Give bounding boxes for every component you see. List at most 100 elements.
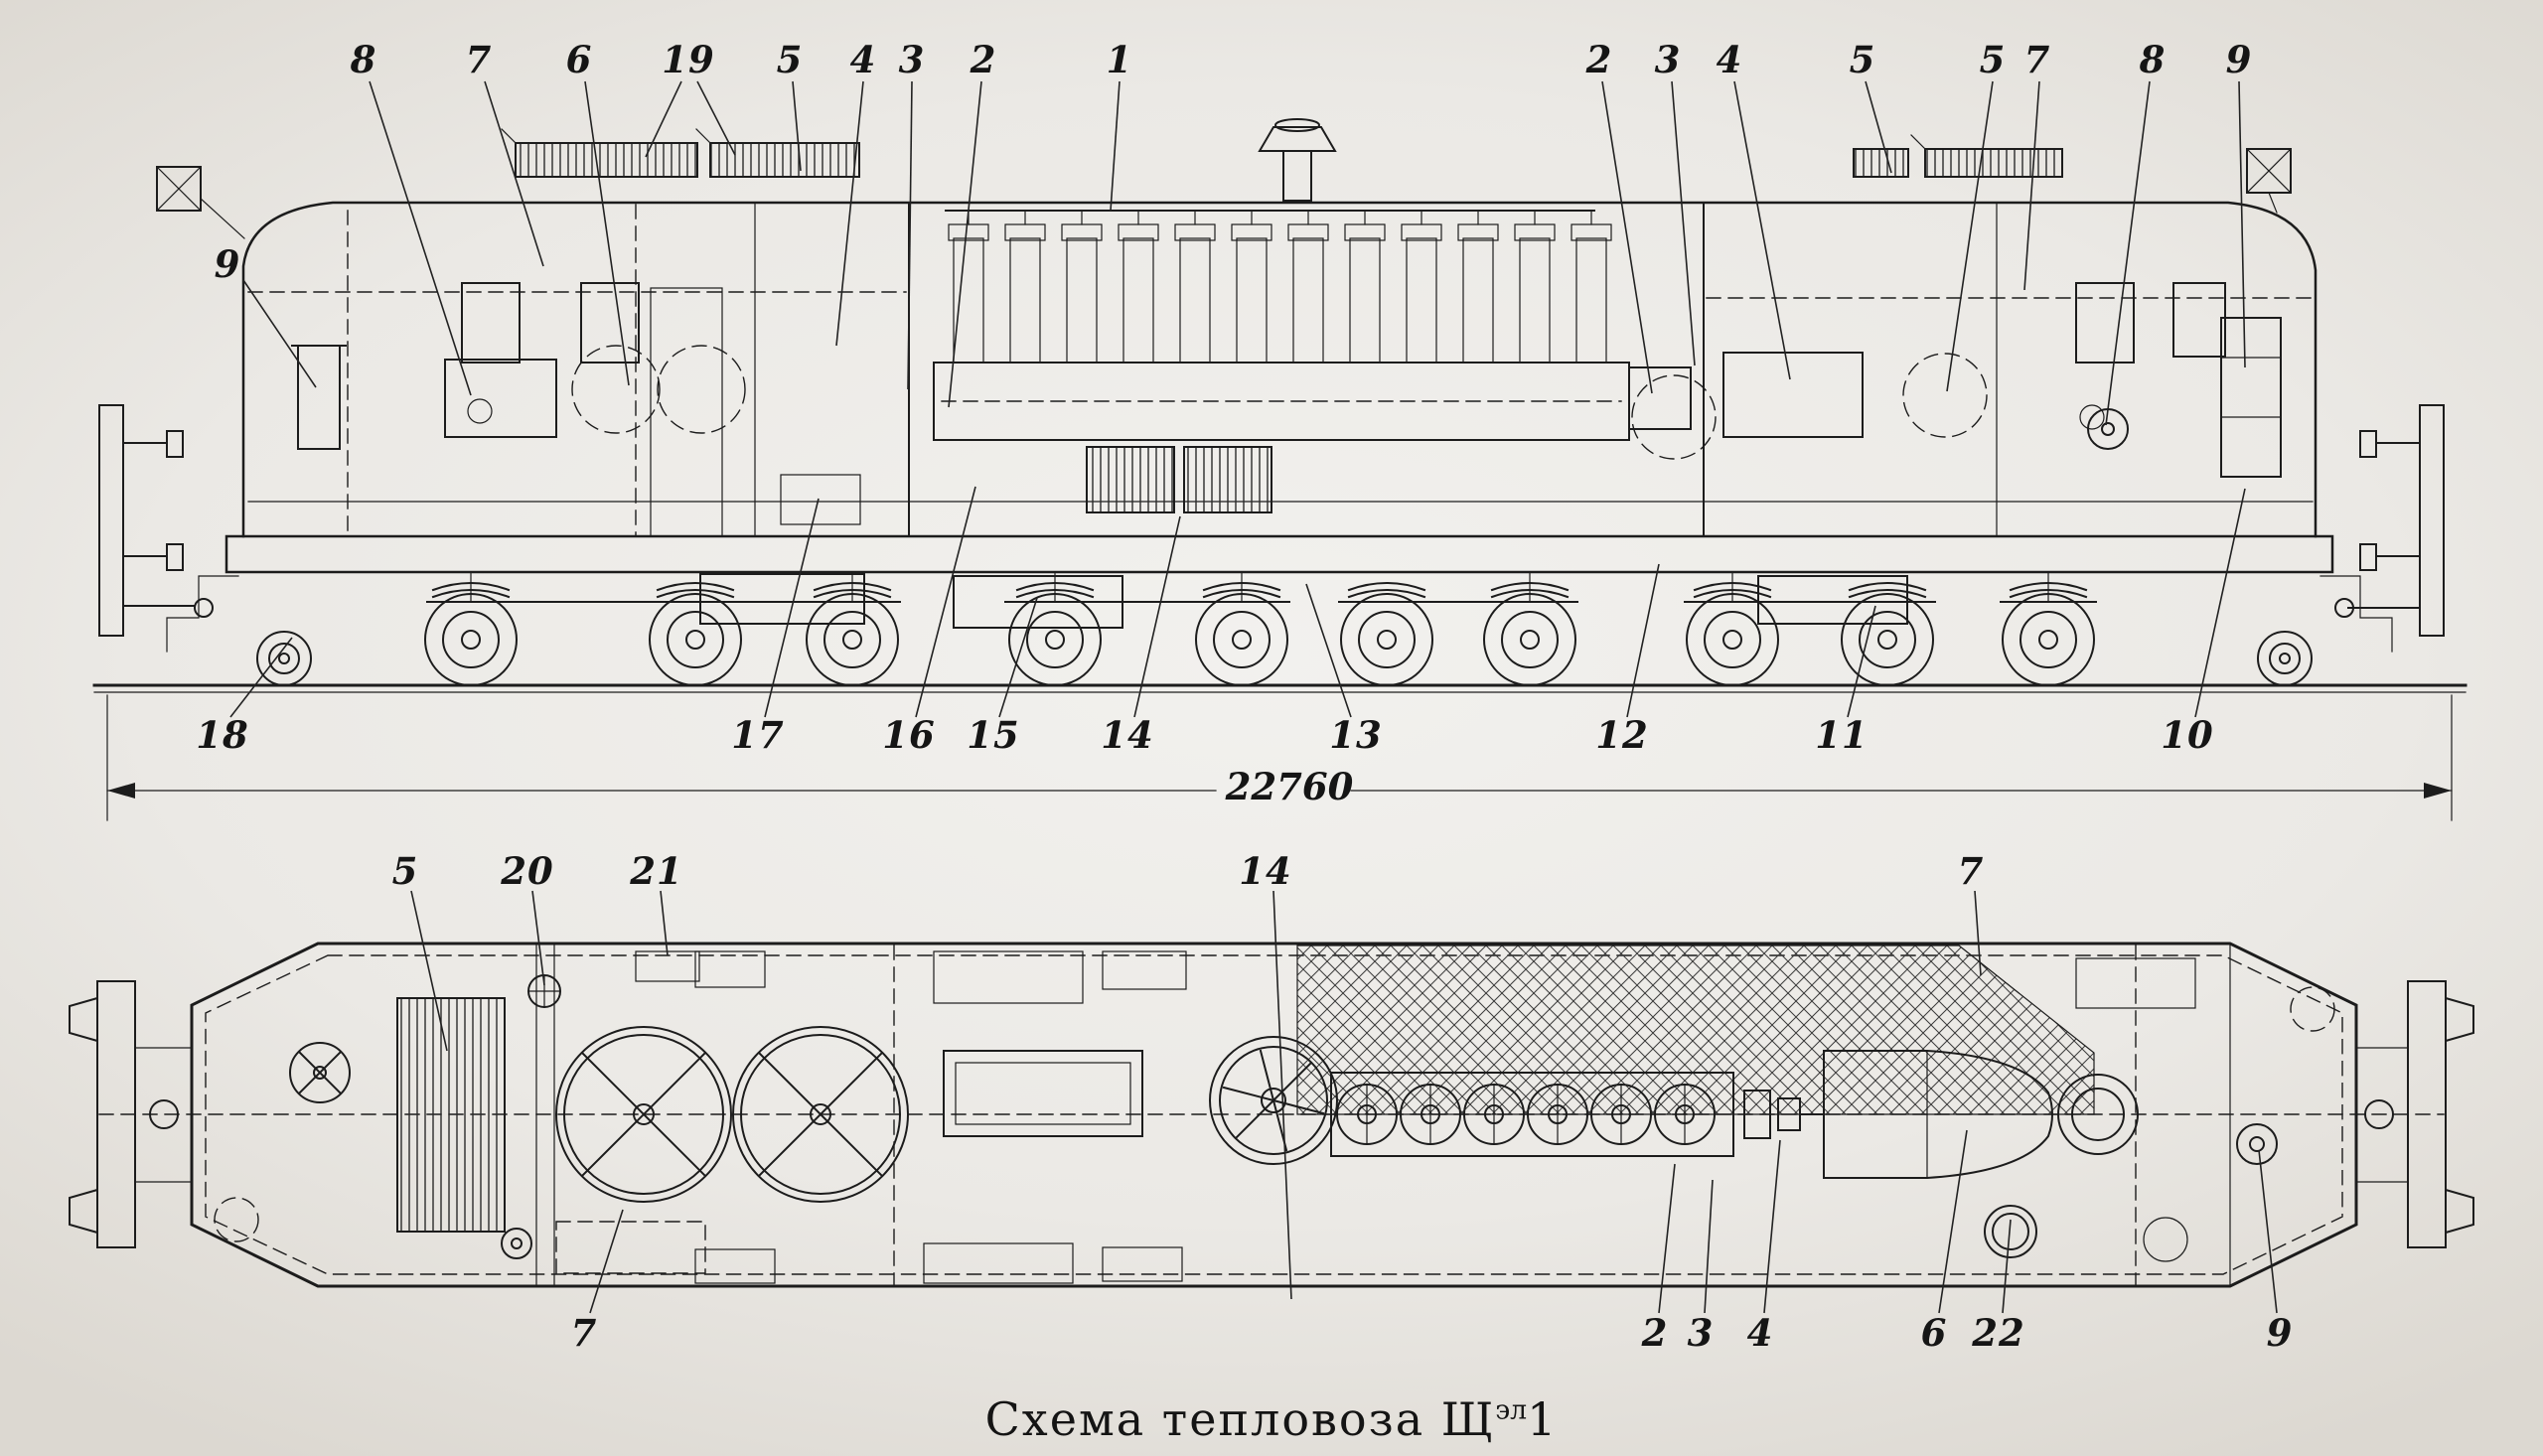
caption-suffix: 1 [1527,1392,1559,1446]
cab-window [2172,282,2226,358]
porthole [467,398,493,424]
leader-line [369,80,472,396]
callout-side_view-6: 6 [565,38,593,81]
callout-side_view-14: 14 [1101,713,1154,757]
underfloor-tank [555,1221,706,1274]
callout-plan_view-20: 20 [501,849,554,893]
battery-box [699,573,865,625]
cab-door [650,287,723,537]
bogie-frames [426,571,2097,603]
plan-buffer-left [69,980,193,1248]
leader-line [2002,1219,2012,1314]
callout-side_view-4: 4 [849,38,877,81]
callout-side_view-9: 9 [2225,38,2253,81]
cooling-fan [732,1026,909,1203]
roof-radiator-panel [515,142,698,178]
leader-line [1938,1129,1968,1314]
engine-crank-row [1330,1072,1734,1157]
leader-line [589,1209,624,1314]
callout-side_view-11: 11 [1815,713,1869,757]
plan-buffer-right [2355,980,2474,1248]
callout-plan_view-6: 6 [1920,1311,1948,1355]
wall-box [933,950,1084,1004]
compressor [571,345,661,434]
callout-side_view-12: 12 [1595,713,1649,757]
traction-motor-hidden [1902,353,1988,438]
roof-radiator-panel [1924,148,2063,178]
callout-plan_view-7: 7 [1957,849,1985,893]
leader-line [907,80,913,390]
leader-line [1865,80,1892,174]
callout-side_view-5: 5 [776,38,804,81]
leader-line [764,498,820,718]
main-generator [1823,1050,2053,1179]
leader-line [1946,80,1994,392]
callout-plan_view-14: 14 [1239,849,1292,893]
leader-line [2194,488,2246,718]
caption: Схема тепловоза Щэл1 [0,1392,2543,1446]
callout-side_view-3: 3 [1654,38,1682,81]
callout-side_view-4: 4 [1716,38,1743,81]
hidden-device [214,1197,259,1242]
leader-line [1110,80,1121,212]
callout-plan_view-7: 7 [570,1311,598,1355]
coupling [1743,1090,1825,1139]
leader-line [2023,80,2040,291]
leader-line [1847,605,1876,718]
buffer-left [98,404,214,637]
leader-line [1133,515,1181,718]
callout-side_view-2: 2 [1585,38,1613,81]
callout-side_view-9: 9 [214,242,241,286]
leader-line [1763,1139,1781,1314]
leader-line [660,890,669,956]
body-outline [241,201,2318,538]
leader-line [1601,80,1653,394]
radiator-core [396,997,506,1233]
leader-line [1305,583,1352,718]
callout-side_view-8: 8 [350,38,377,81]
leader-line [2105,80,2151,426]
callout-plan_view-2: 2 [1641,1311,1669,1355]
wall-box [1102,950,1187,990]
callout-side_view-15: 15 [967,713,1020,757]
leader-line [484,80,544,267]
leader-line [696,80,736,156]
leader-line [1272,890,1292,1300]
deck-box [780,474,861,525]
leader-line [948,80,982,408]
callout-side_view-1: 1 [1106,38,1133,81]
side-louver [1183,446,1272,513]
leader-line [835,80,864,347]
roof-radiator-panel [1853,148,1909,178]
leader-line [998,597,1038,718]
callout-side_view-17: 17 [731,713,785,757]
callout-side_view-7: 7 [2023,38,2051,81]
underframe [224,534,2334,574]
cab-boiler [291,345,347,450]
caption-superscript: эл [1495,1394,1528,1426]
hand-pump [2236,1123,2278,1165]
headlight-right [2246,148,2292,214]
leader-line [792,80,802,172]
leader-line [915,486,976,718]
callout-side_view-19: 19 [662,38,715,81]
leader-line [1704,1179,1714,1314]
cab-window [461,282,521,364]
leader-line [645,80,682,158]
leader-line [2258,1149,2278,1314]
callout-side_view-5: 5 [1849,38,1876,81]
leader-line [1626,563,1660,718]
engine-fan [1209,1036,1338,1165]
callout-plan_view-22: 22 [1972,1311,2025,1355]
flywheel [1631,374,1717,460]
main-generator-side [1722,352,1864,438]
hidden-device [2290,986,2335,1032]
headlight-left [156,166,245,239]
leader-line [242,279,317,388]
callout-plan_view-3: 3 [1687,1311,1715,1355]
leader-line [410,890,448,1052]
callout-side_view-8: 8 [2139,38,2167,81]
callout-side_view-16: 16 [882,713,936,757]
